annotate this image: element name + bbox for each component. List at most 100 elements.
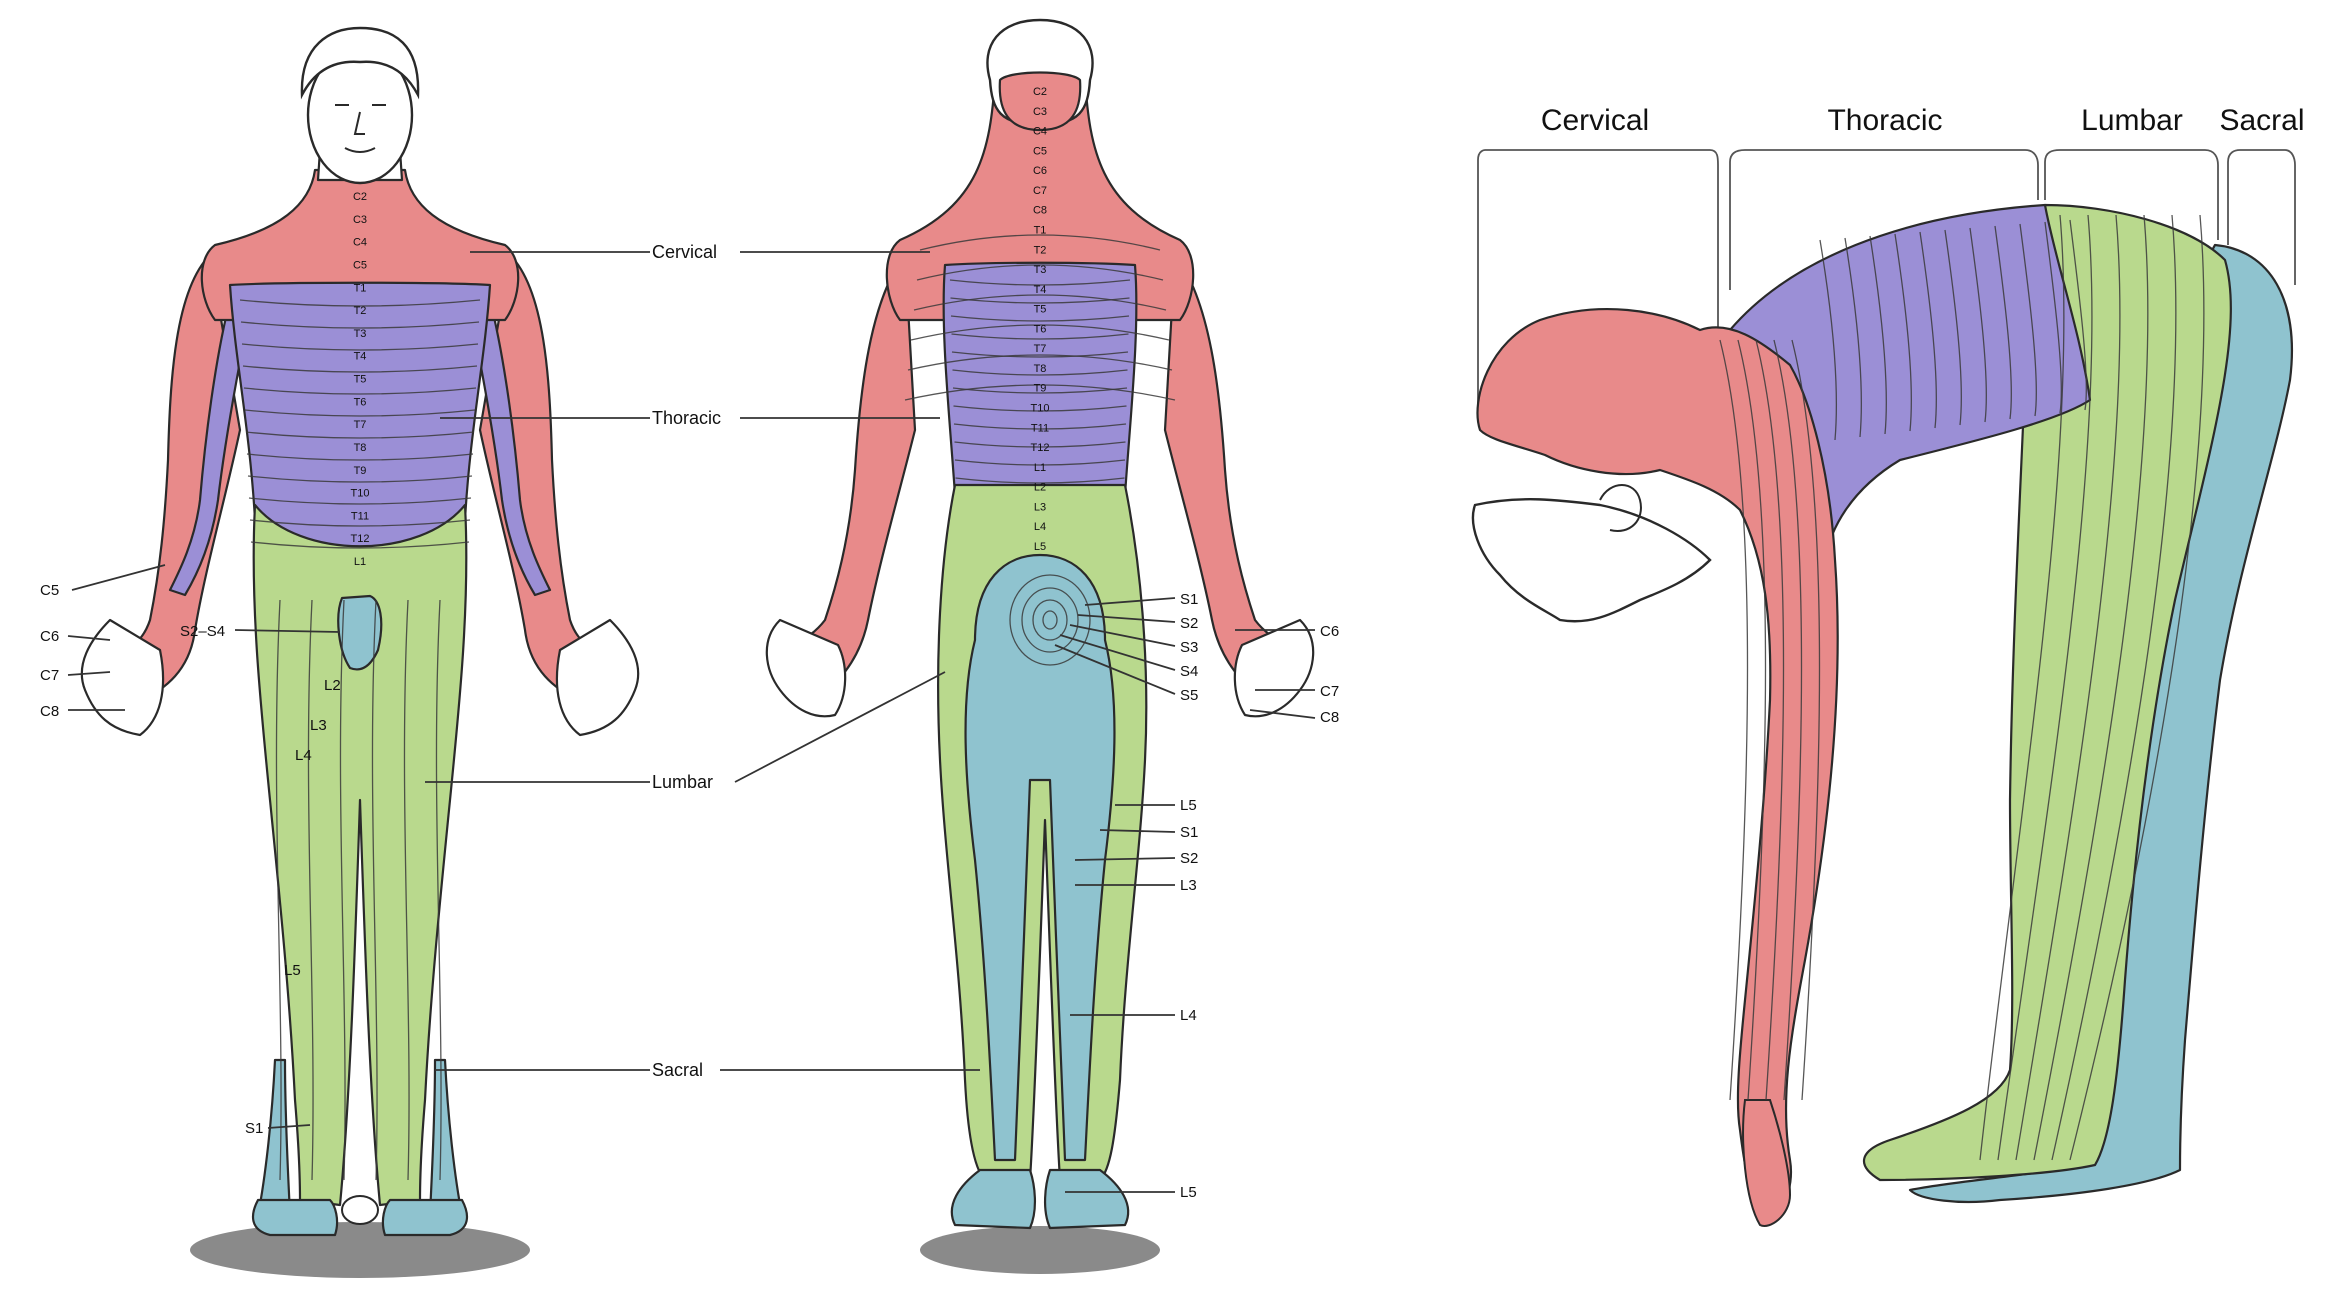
side-c7: C7 bbox=[40, 667, 59, 684]
back-s3: S3 bbox=[1180, 639, 1198, 656]
side-s2s4: S2–S4 bbox=[180, 623, 225, 640]
front-derm-leg-line bbox=[435, 599, 442, 1181]
back-leg-l5b: L5 bbox=[1180, 1184, 1197, 1201]
side-l4: L4 bbox=[295, 747, 312, 764]
bracket-cervical bbox=[1477, 149, 1719, 430]
front-level-t4: T4 bbox=[354, 351, 367, 363]
front-level-t8: T8 bbox=[354, 442, 367, 454]
front-derm-line bbox=[248, 497, 472, 505]
side-label-lumbar: Lumbar bbox=[2081, 104, 2183, 137]
front-level-t1: T1 bbox=[354, 282, 367, 294]
back-level-c8: C8 bbox=[1033, 205, 1047, 217]
side-thoracic-line bbox=[1994, 225, 2012, 420]
side-cervical-region bbox=[1476, 307, 1839, 1217]
back-cervical-region bbox=[885, 78, 1195, 322]
s2s4-leader bbox=[234, 629, 341, 633]
side-thoracic-line bbox=[2019, 223, 2037, 417]
side-hand bbox=[1742, 1099, 1792, 1227]
back-derm-line bbox=[954, 441, 1126, 448]
side-thoracic-line bbox=[1869, 235, 1887, 435]
back-lumbar-leader bbox=[734, 671, 946, 783]
front-derm-leg-line bbox=[307, 599, 314, 1181]
label-cervical: Cervical bbox=[652, 242, 717, 262]
back-level-t10: T10 bbox=[1031, 403, 1050, 415]
back-figure: C2C3C4C5C6C7C8T1T2T3T4T5T6T7T8T9T10T11T1… bbox=[720, 18, 1339, 1274]
back-derm-line bbox=[951, 351, 1129, 358]
front-right-arm-thoracic bbox=[468, 298, 552, 597]
front-derm-line bbox=[245, 431, 475, 439]
back-hand-c8: C8 bbox=[1320, 709, 1339, 726]
side-label-cervical: Cervical bbox=[1541, 104, 1649, 137]
front-derm-line bbox=[241, 343, 479, 351]
back-level-c7: C7 bbox=[1033, 185, 1047, 197]
front-derm-line bbox=[240, 321, 480, 329]
back-level-l5: L5 bbox=[1034, 541, 1046, 553]
back-level-t6: T6 bbox=[1034, 323, 1047, 335]
side-label-thoracic: Thoracic bbox=[1827, 104, 1942, 137]
side-lumbar-line bbox=[1997, 214, 2093, 1161]
back-sacral-rings bbox=[1009, 574, 1091, 666]
back-derm-line bbox=[953, 423, 1127, 430]
front-dermatome-lines bbox=[239, 299, 481, 1181]
side-lumbar-line bbox=[2051, 214, 2177, 1161]
back-level-c3: C3 bbox=[1033, 106, 1047, 118]
back-right-hand bbox=[1233, 618, 1315, 718]
back-head-cervical bbox=[998, 71, 1082, 132]
back-derm-cervical-line bbox=[904, 384, 1176, 401]
front-derm-line bbox=[249, 519, 471, 527]
back-c8-leader bbox=[1249, 709, 1316, 719]
side-lumbar-line bbox=[2033, 214, 2149, 1161]
back-hand-c7: C7 bbox=[1320, 683, 1339, 700]
back-s4: S4 bbox=[1180, 663, 1198, 680]
side-lumbar-line bbox=[2069, 214, 2205, 1161]
front-derm-leg-line bbox=[371, 599, 378, 1181]
side-figure: Cervical Thoracic Lumbar Sacral bbox=[1471, 104, 2305, 1227]
back-level-t2: T2 bbox=[1034, 244, 1047, 256]
back-derm-line bbox=[953, 405, 1127, 412]
front-level-c3: C3 bbox=[353, 214, 367, 226]
front-level-c4: C4 bbox=[353, 237, 367, 249]
s1-front-leader bbox=[267, 1124, 311, 1129]
front-feet-gap bbox=[341, 1195, 379, 1225]
front-level-t6: T6 bbox=[354, 396, 367, 408]
side-label-sacral: Sacral bbox=[2219, 104, 2304, 137]
back-derm-cervical-line bbox=[913, 294, 1167, 311]
back-s2: S2 bbox=[1180, 615, 1198, 632]
side-l3: L3 bbox=[310, 717, 327, 734]
back-sacral-region bbox=[964, 553, 1116, 1162]
back-left-hand bbox=[765, 618, 847, 718]
back-level-t12: T12 bbox=[1031, 442, 1050, 454]
back-derm-line bbox=[955, 477, 1125, 484]
front-level-t11: T11 bbox=[351, 510, 369, 522]
side-lumbar-line bbox=[2015, 214, 2121, 1161]
bracket-sacral bbox=[2227, 149, 2296, 285]
bracket-thoracic bbox=[1729, 149, 2039, 290]
front-right-hand bbox=[555, 618, 640, 737]
back-leg-l4: L4 bbox=[1180, 1007, 1197, 1024]
front-derm-line bbox=[242, 365, 478, 373]
front-derm-line bbox=[243, 387, 477, 395]
side-lumbar-line bbox=[1979, 214, 2065, 1161]
front-face-features bbox=[335, 104, 386, 153]
back-floor-shadow bbox=[920, 1226, 1160, 1274]
back-leg-s2: S2 bbox=[1180, 850, 1198, 867]
back-derm-cervical-line bbox=[910, 324, 1170, 341]
back-level-l2: L2 bbox=[1034, 482, 1046, 494]
back-level-t7: T7 bbox=[1034, 343, 1047, 355]
front-level-l1: L1 bbox=[354, 556, 366, 568]
front-level-c2: C2 bbox=[353, 191, 367, 203]
back-left-foot bbox=[950, 1168, 1036, 1230]
side-lumbar-region bbox=[1862, 203, 2232, 1182]
front-derm-leg-line bbox=[403, 599, 410, 1181]
front-left-leg-sacral bbox=[256, 1058, 292, 1217]
side-s1: S1 bbox=[245, 1120, 263, 1137]
front-level-t12: T12 bbox=[351, 533, 370, 545]
back-level-t4: T4 bbox=[1034, 284, 1047, 296]
side-c6: C6 bbox=[40, 628, 59, 645]
side-thoracic-line bbox=[1844, 237, 1862, 438]
front-level-c5: C5 bbox=[353, 259, 367, 271]
back-derm-line bbox=[954, 459, 1126, 466]
back-dermatome-lines bbox=[904, 234, 1176, 484]
